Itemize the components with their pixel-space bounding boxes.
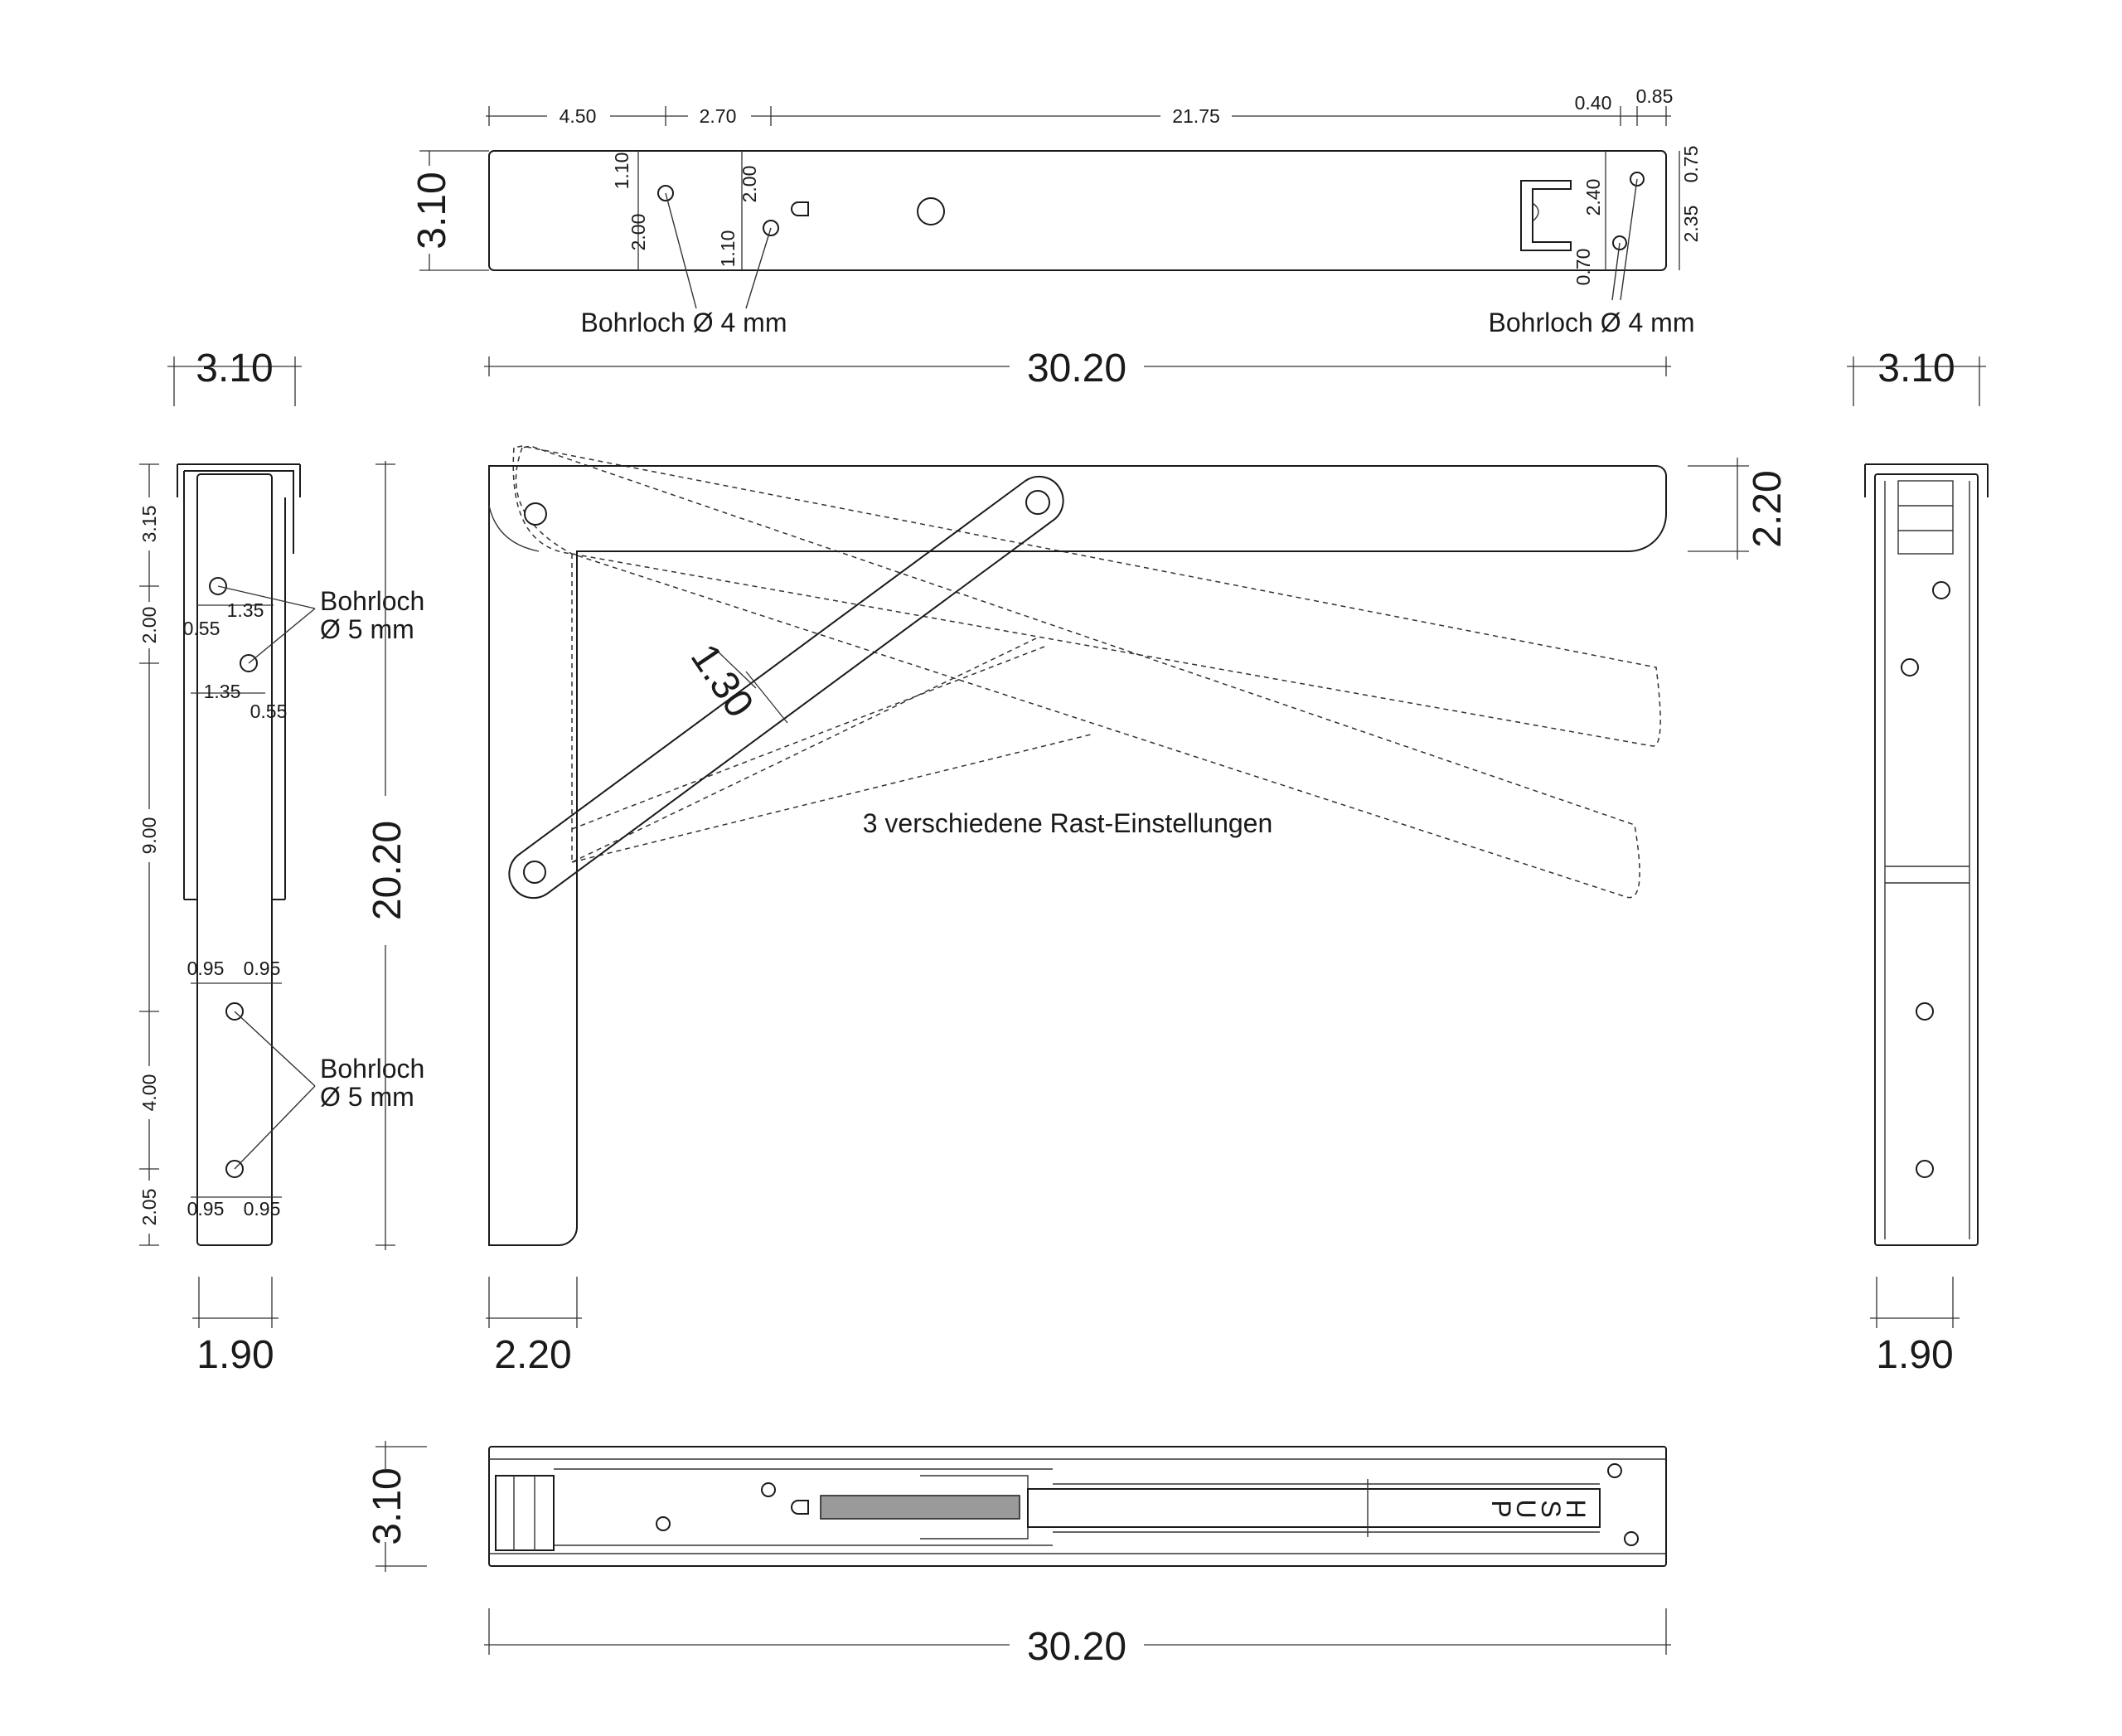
dim-hole-r3: 0.75 xyxy=(1680,146,1702,183)
latch-cutout-detail xyxy=(1532,202,1539,222)
drill-hole xyxy=(761,1482,776,1497)
dim-hole-offset-7: 0.95 xyxy=(187,1198,225,1220)
drill-hole xyxy=(1916,1002,1934,1021)
hinge-block xyxy=(495,1475,555,1551)
dim-hole-offset-4: 0.55 xyxy=(250,701,288,722)
dim-bottom-width: 30.20 xyxy=(1027,1625,1126,1669)
bracket-outline xyxy=(488,465,1667,1246)
dim-hole-l1: 1.10 xyxy=(611,153,632,190)
left-view-body xyxy=(196,473,273,1246)
dim-hole-offset-3: 1.35 xyxy=(204,681,241,702)
ratchet-teeth xyxy=(820,1495,1020,1520)
dim-hole-offset-6: 0.95 xyxy=(244,958,281,979)
left-side-view: 3.10 3.15 2.00 9.00 4.00 2.05 1.35 0.55 … xyxy=(136,347,424,1377)
dim-hole-l2: 2.00 xyxy=(627,214,649,251)
dim-left-side-4: 4.00 xyxy=(138,1074,160,1112)
right-view-cap xyxy=(1864,463,1989,497)
dim-left-side-1: 3.15 xyxy=(138,506,160,543)
dim-top-height: 3.10 xyxy=(410,172,454,249)
slot xyxy=(791,1500,809,1515)
dim-hole-offset-5: 0.95 xyxy=(187,958,225,979)
dim-hole-l3: 2.00 xyxy=(739,166,760,203)
latch-block xyxy=(1897,480,1954,555)
center-hole xyxy=(917,197,945,225)
dim-top-width: 30.20 xyxy=(1027,347,1126,390)
hole-label-right: Bohrloch Ø 4 mm xyxy=(1489,308,1695,337)
dim-right-bottom-width: 1.90 xyxy=(1876,1333,1953,1377)
push-lever xyxy=(1027,1488,1601,1528)
dim-arm-thickness: 2.20 xyxy=(1746,470,1790,547)
pivot-hole xyxy=(524,502,547,526)
dim-top-1: 4.50 xyxy=(560,105,597,127)
dim-left-bottom-width: 1.90 xyxy=(196,1333,274,1377)
brace-pivot xyxy=(523,861,546,884)
slot xyxy=(791,201,809,216)
dim-left-height: 20.20 xyxy=(366,821,409,920)
hole-label-left: Bohrloch Ø 4 mm xyxy=(581,308,787,337)
push-letter-h: H xyxy=(1561,1499,1591,1518)
dim-hole-r2: 0.70 xyxy=(1572,249,1594,286)
dim-top-2: 2.70 xyxy=(700,105,737,127)
push-letter-s: S xyxy=(1536,1500,1566,1517)
dim-left-side-3: 9.00 xyxy=(138,817,160,855)
drill-hole xyxy=(1607,1463,1622,1478)
dim-top-3: 21.75 xyxy=(1172,105,1220,127)
brace-arm xyxy=(508,475,1064,900)
bottom-view: P U S H 3.10 30.20 xyxy=(366,1441,1671,1669)
push-letter-p: P xyxy=(1486,1500,1516,1517)
drill-hole xyxy=(1916,1160,1934,1178)
bracket-curve xyxy=(488,505,540,552)
hole-label-upper-1: Bohrloch xyxy=(320,586,424,616)
brace-pivot xyxy=(1025,490,1050,515)
rest-settings-note: 3 verschiedene Rast-Einstellungen xyxy=(863,808,1273,838)
right-view-body xyxy=(1874,473,1979,1246)
dim-brace-width: 1.30 xyxy=(682,637,762,725)
push-letter-u: U xyxy=(1511,1499,1541,1518)
hole-label-lower-1: Bohrloch xyxy=(320,1054,424,1084)
dim-hole-offset-1: 1.35 xyxy=(227,599,264,621)
dim-left-side-5: 2.05 xyxy=(138,1189,160,1226)
hole-label-lower-2: Ø 5 mm xyxy=(320,1082,414,1112)
top-view: 4.50 2.70 21.75 0.40 0.85 3.10 1.10 2.00… xyxy=(410,85,1702,390)
dim-hole-r1: 2.40 xyxy=(1582,179,1604,216)
dim-left-top-width: 3.10 xyxy=(196,347,273,390)
front-view: 1.30 3 verschiedene Rast-Einstellungen 2… xyxy=(486,445,1790,1377)
hole-label-upper-2: Ø 5 mm xyxy=(320,614,414,644)
drill-hole xyxy=(1932,581,1950,599)
dim-hole-r4: 2.35 xyxy=(1680,206,1702,243)
dim-top-5: 0.85 xyxy=(1636,85,1674,107)
dim-hole-offset-8: 0.95 xyxy=(244,1198,281,1220)
top-view-outline xyxy=(488,150,1667,271)
left-view-cap xyxy=(177,463,301,554)
dim-leg-width: 2.20 xyxy=(494,1333,571,1377)
dim-hole-l4: 1.10 xyxy=(717,230,739,268)
dim-top-4: 0.40 xyxy=(1575,92,1612,114)
drill-hole xyxy=(656,1516,671,1531)
bottom-view-outline xyxy=(488,1446,1667,1567)
rest-position-1 xyxy=(512,445,1661,747)
right-side-view: 3.10 1.90 xyxy=(1847,347,1989,1377)
drill-hole xyxy=(1901,658,1919,676)
drill-hole xyxy=(1624,1531,1639,1546)
latch-cutout xyxy=(1520,180,1572,251)
dim-hole-offset-2: 0.55 xyxy=(183,618,220,639)
dim-right-top-width: 3.10 xyxy=(1877,347,1955,390)
dim-bottom-height: 3.10 xyxy=(366,1467,409,1544)
dim-left-side-2: 2.00 xyxy=(138,607,160,644)
